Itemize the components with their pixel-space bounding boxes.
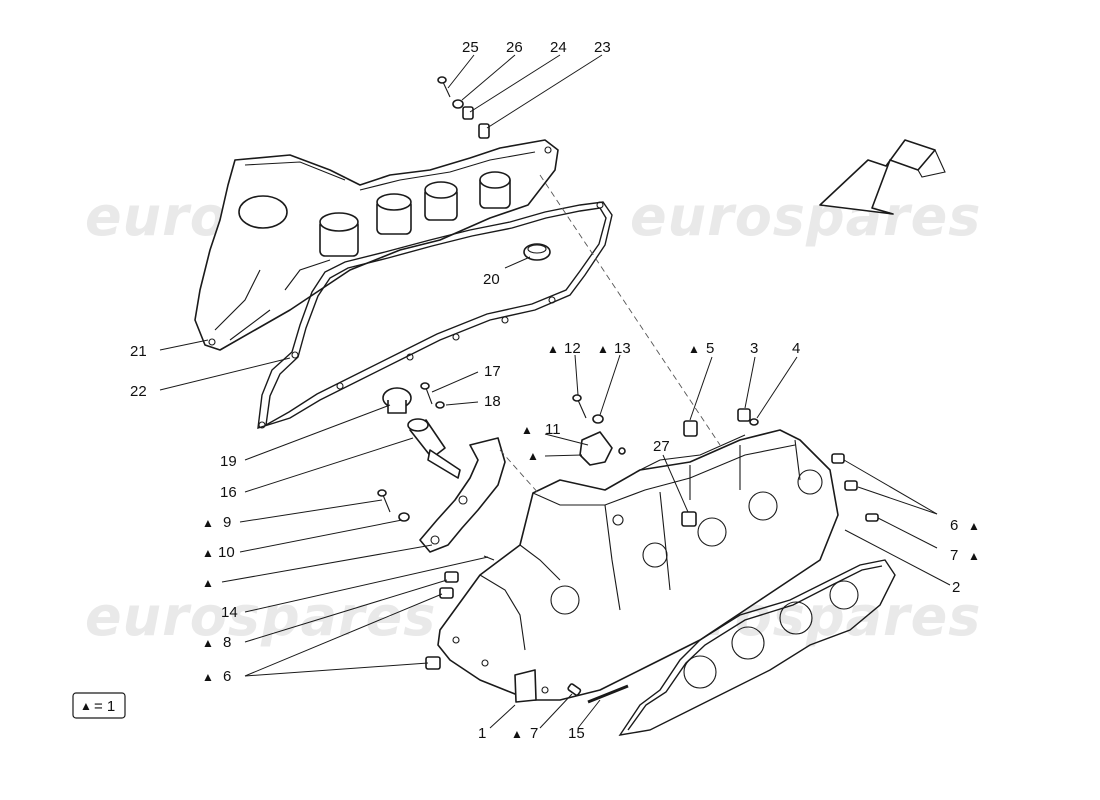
callout-16: 16 [220, 484, 237, 501]
triangle-marker: ▲ [202, 546, 214, 560]
triangle-marker: ▲ [547, 342, 559, 356]
plug-5 [683, 420, 698, 437]
triangle-marker: ▲ [527, 449, 539, 463]
bolt-9 [377, 489, 391, 513]
washer-13 [592, 414, 604, 424]
callout-23: 23 [594, 39, 611, 56]
dowel-6-right-b [844, 480, 858, 491]
plug-3 [737, 408, 751, 422]
pin-7-right [865, 513, 879, 522]
triangle-marker: ▲ [968, 519, 980, 533]
callout-13: 13 [614, 340, 631, 357]
pin-15 [587, 684, 629, 704]
direction-arrow-icon [819, 139, 946, 215]
dowel-6-right-a [831, 453, 845, 464]
dowel-8 [444, 571, 459, 583]
callout-18: 18 [484, 393, 501, 410]
callout-4: 4 [792, 340, 800, 357]
triangle-marker: ▲ [202, 516, 214, 530]
callout-5: 5 [706, 340, 714, 357]
washer-18 [435, 401, 445, 409]
callout-19: 19 [220, 453, 237, 470]
head-gasket [618, 559, 896, 736]
assembly-axis-line [539, 174, 721, 446]
callout-11: 11 [545, 421, 561, 438]
callout-2: 2 [952, 579, 960, 596]
callout-6-right: 6 [950, 517, 958, 534]
washer [452, 99, 464, 109]
pin-7-bottom [567, 683, 582, 696]
callout-9: 9 [223, 514, 231, 531]
spacer-bush [462, 106, 474, 120]
valve-cover [194, 139, 559, 351]
callout-20: 20 [483, 271, 500, 288]
legend-box: ▲ = 1 [72, 692, 126, 719]
cover-bolt [437, 76, 451, 98]
watermark-top-right: eurospares [630, 185, 981, 248]
sensor-bracket [419, 437, 506, 553]
callout-22: 22 [130, 383, 147, 400]
leader-lines [159, 54, 951, 729]
callout-7-bottom: 7 [530, 725, 538, 742]
camshaft-sensor [407, 418, 461, 479]
callout-17: 17 [484, 363, 501, 380]
triangle-marker: ▲ [202, 576, 214, 590]
rubber-grommet [478, 123, 490, 139]
callout-26: 26 [506, 39, 523, 56]
oil-filler-cap [523, 243, 551, 261]
callout-10: 10 [218, 544, 235, 561]
dowel-6-lower [425, 656, 441, 670]
callout-8: 8 [223, 634, 231, 651]
legend-symbol: ▲ [80, 699, 92, 713]
pin-11 [618, 447, 626, 455]
plug-27 [681, 511, 697, 527]
bolt-17 [420, 382, 433, 405]
triangle-marker: ▲ [521, 423, 533, 437]
watermark-bottom-left: eurospares [85, 585, 436, 648]
legend-text: = 1 [94, 698, 115, 715]
triangle-marker: ▲ [597, 342, 609, 356]
callout-21: 21 [130, 343, 147, 360]
cam-cap-11 [579, 431, 613, 466]
triangle-marker: ▲ [511, 727, 523, 741]
callout-27: 27 [653, 438, 670, 455]
bolt-12 [572, 394, 587, 419]
triangle-marker: ▲ [202, 636, 214, 650]
triangle-marker: ▲ [202, 670, 214, 684]
callout-6-left: 6 [223, 668, 231, 685]
callout-14: 14 [221, 604, 238, 621]
callout-24: 24 [550, 39, 567, 56]
triangle-marker: ▲ [688, 342, 700, 356]
triangle-marker: ▲ [968, 549, 980, 563]
pin [483, 555, 495, 561]
dowel-6-upper [439, 587, 454, 599]
valve-cover-gasket [257, 201, 613, 429]
callout-7-right: 7 [950, 547, 958, 564]
cylinder-head [437, 429, 839, 703]
washer-10 [398, 512, 410, 522]
callout-15: 15 [568, 725, 585, 742]
oil-breather-valve [382, 387, 412, 414]
washer-4 [749, 418, 759, 426]
callout-12: 12 [564, 340, 581, 357]
callout-3: 3 [750, 340, 758, 357]
assembly-axis-line [499, 449, 541, 496]
callout-25: 25 [462, 39, 479, 56]
callout-1: 1 [478, 725, 486, 742]
